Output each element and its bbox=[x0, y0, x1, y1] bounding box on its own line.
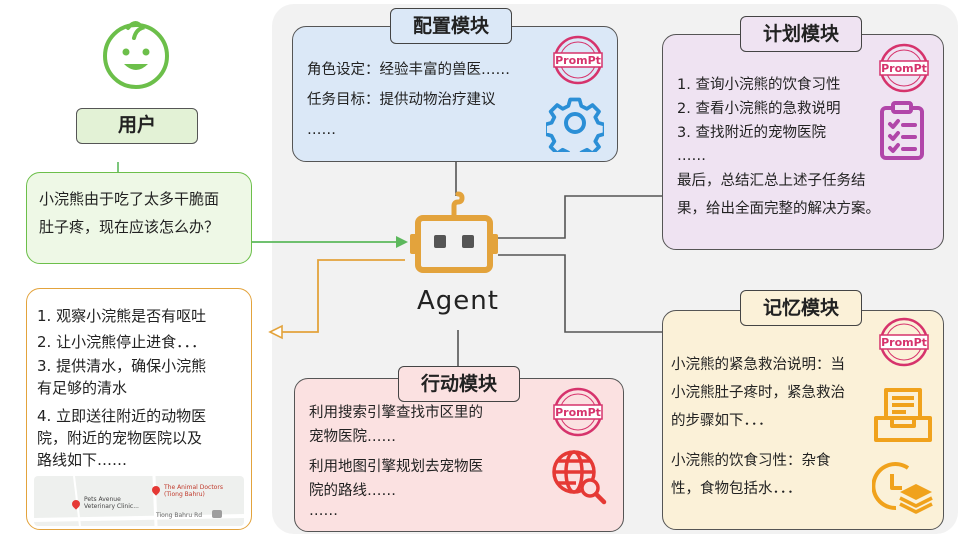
action-line: 利用地图引擎规划去宠物医 bbox=[309, 459, 483, 475]
agent-label: Agent bbox=[417, 286, 499, 316]
answer-line: 3. 提供清水，确保小浣熊 bbox=[37, 357, 207, 375]
user-message-line: 小浣熊由于吃了太多干脆面 bbox=[39, 190, 220, 208]
memory-line: 小浣熊的饮食习性：杂食 bbox=[671, 453, 831, 469]
stamp-text: PromPt bbox=[555, 54, 601, 67]
agent-robot-icon bbox=[410, 191, 498, 273]
stamp-text: PromPt bbox=[555, 406, 601, 419]
answer-line: 院，附近的宠物医院以及 bbox=[37, 429, 203, 447]
memory-line: 的步骤如下．．． bbox=[671, 413, 773, 429]
user-face-icon bbox=[103, 21, 169, 89]
prompt-stamp-icon: PromPt bbox=[553, 35, 603, 85]
plan-line: 最后，总结汇总上述子任务结 bbox=[677, 173, 866, 189]
memory-title: 记忆模块 bbox=[740, 290, 862, 326]
action-line: …… bbox=[309, 503, 338, 519]
checklist-icon bbox=[880, 101, 924, 160]
map-thumbnail: Pets Avenue Veterinary Clinic... The Ani… bbox=[34, 476, 244, 526]
map-place-label: Veterinary Clinic... bbox=[84, 503, 139, 510]
action-line: 宠物医院…… bbox=[309, 429, 396, 445]
plan-line: …… bbox=[677, 148, 706, 164]
user-label: 用户 bbox=[76, 108, 198, 144]
answer-line: 有足够的清水 bbox=[37, 379, 128, 397]
config-line: 角色设定：经验丰富的兽医…… bbox=[307, 62, 510, 78]
plan-line: 2. 查看小浣熊的急救说明 bbox=[677, 101, 841, 117]
answer-line: 4. 立即送往附近的动物医 bbox=[37, 407, 207, 425]
globe-search-icon bbox=[552, 450, 607, 505]
stamp-text: PromPt bbox=[881, 62, 927, 75]
answer-line: 2. 让小浣熊停止进食．．． bbox=[37, 333, 207, 351]
answer-box: 1. 观察小浣熊是否有呕吐 2. 让小浣熊停止进食．．． 3. 提供清水，确保小… bbox=[26, 288, 252, 530]
inbox-icon bbox=[874, 388, 932, 442]
answer-line: 路线如下…… bbox=[37, 451, 128, 469]
config-title: 配置模块 bbox=[390, 8, 512, 44]
plan-title: 计划模块 bbox=[740, 16, 862, 52]
action-line: 院的路线…… bbox=[309, 483, 396, 499]
plan-line: 1. 查询小浣熊的饮食习性 bbox=[677, 77, 841, 93]
user-message-bubble: 小浣熊由于吃了太多干脆面 肚子疼，现在应该怎么办？ bbox=[26, 172, 252, 264]
answer-line: 1. 观察小浣熊是否有呕吐 bbox=[37, 307, 207, 325]
prompt-stamp-icon: PromPt bbox=[879, 317, 929, 367]
action-title: 行动模块 bbox=[398, 366, 520, 402]
prompt-stamp-icon: PromPt bbox=[879, 43, 929, 93]
memory-line: 小浣熊的紧急救治说明：当 bbox=[671, 357, 845, 373]
stamp-text: PromPt bbox=[881, 336, 927, 349]
memory-line: 性，食物包括水．．． bbox=[671, 481, 802, 497]
prompt-stamp-icon: PromPt bbox=[553, 387, 603, 437]
gear-icon bbox=[546, 97, 604, 152]
memory-line: 小浣熊肚子疼时，紧急救治 bbox=[671, 385, 845, 401]
config-line: …… bbox=[307, 122, 336, 138]
map-road-label: Tiong Bahru Rd bbox=[156, 512, 203, 519]
user-message-line: 肚子疼，现在应该怎么办？ bbox=[39, 218, 220, 236]
clock-stack-icon bbox=[872, 462, 933, 514]
action-line: 利用搜索引擎查找市区里的 bbox=[309, 405, 483, 421]
map-marker-icon bbox=[212, 510, 222, 518]
map-place-label: (Tiong Bahru) bbox=[164, 491, 205, 498]
map-place-label: The Animal Doctors bbox=[164, 484, 223, 491]
map-place-label: Pets Avenue bbox=[84, 496, 121, 503]
plan-line: 3. 查找附近的宠物医院 bbox=[677, 125, 826, 141]
config-line: 任务目标：提供动物治疗建议 bbox=[307, 92, 496, 108]
plan-line: 果，给出全面完整的解决方案。 bbox=[677, 201, 880, 217]
